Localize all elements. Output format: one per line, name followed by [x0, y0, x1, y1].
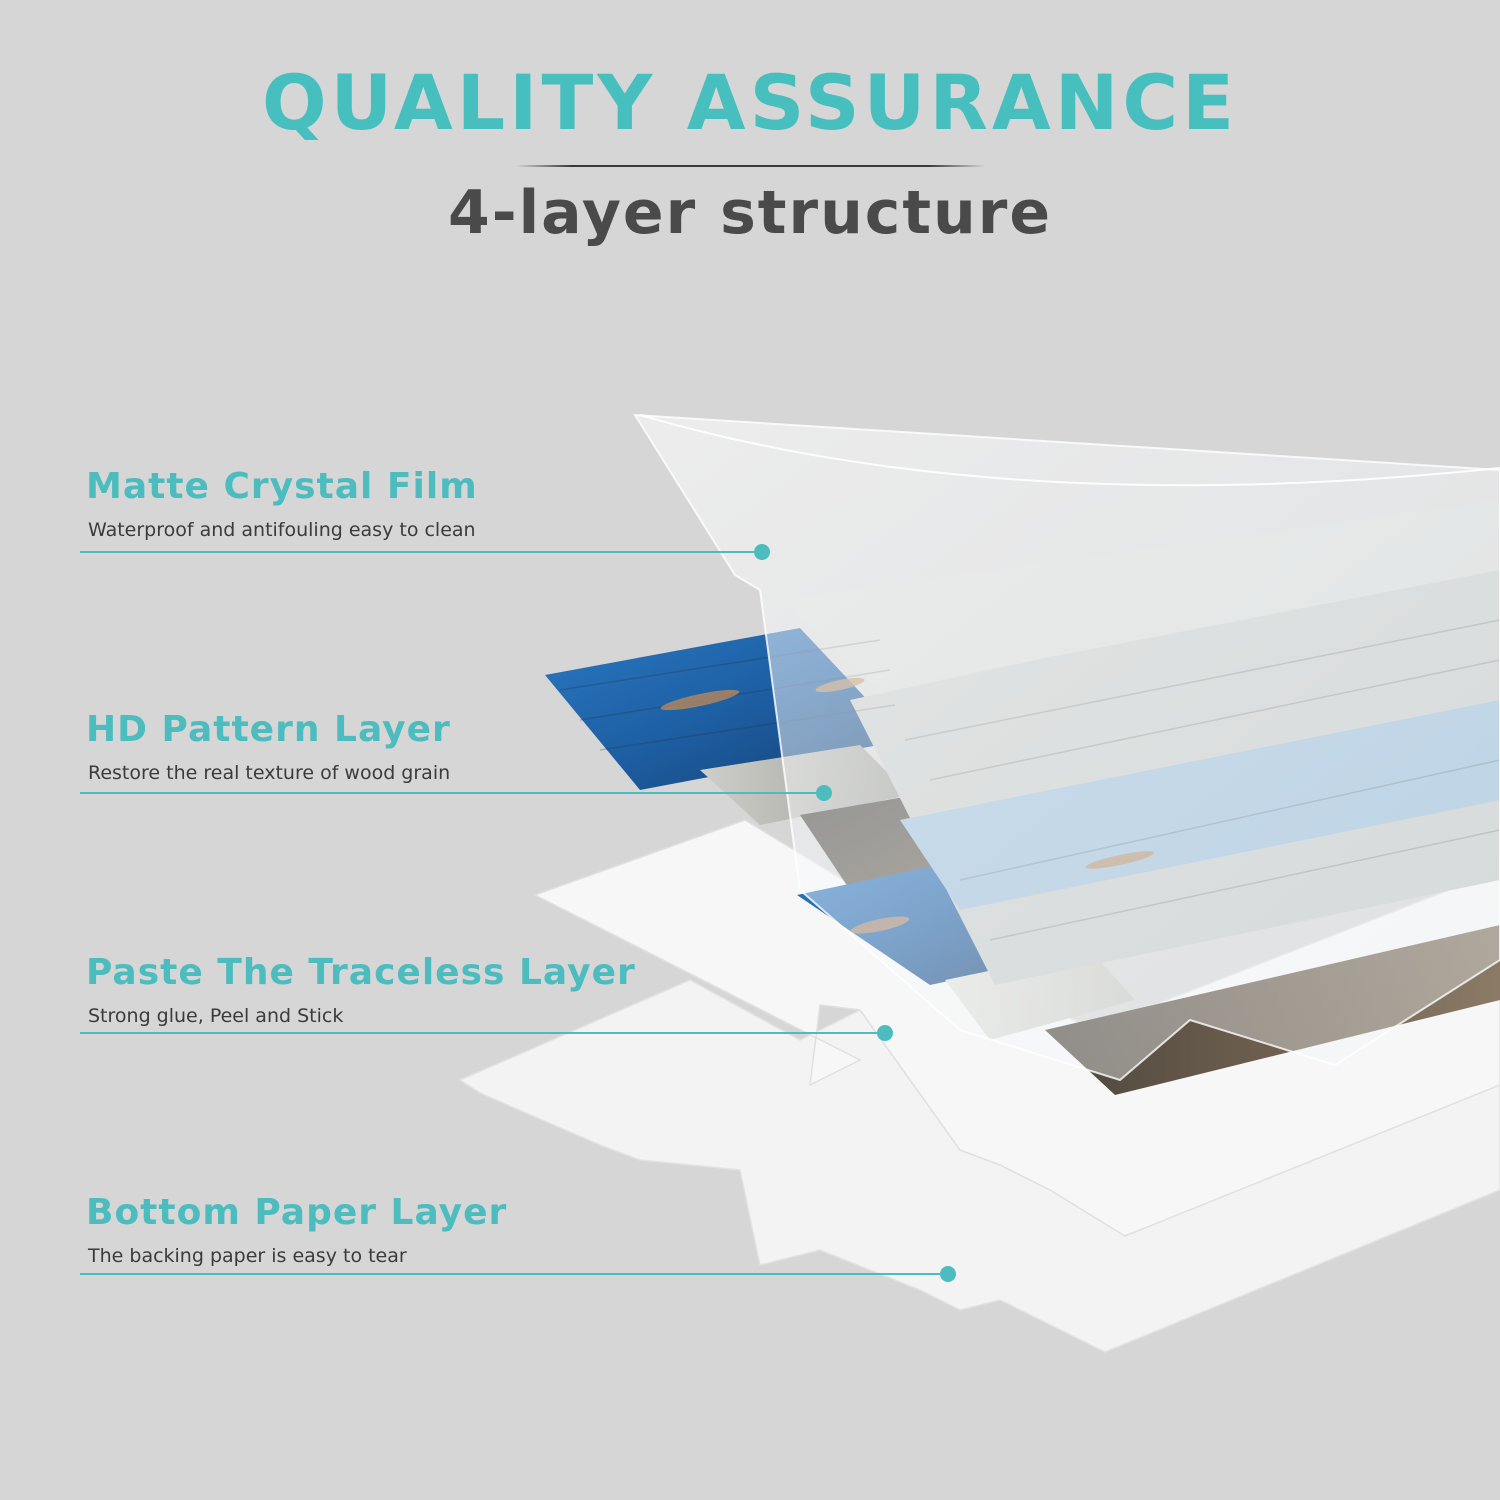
layer-description: Waterproof and antifouling easy to clean: [88, 519, 476, 541]
layer-description: Restore the real texture of wood grain: [88, 762, 451, 784]
leader-line-3: [80, 1025, 893, 1041]
film-curl-edge: [639, 414, 1500, 487]
layer-label-hd-pattern: HD Pattern Layer Restore the real textur…: [80, 709, 451, 784]
layer-label-bottom-paper: Bottom Paper Layer The backing paper is …: [80, 1192, 507, 1267]
layer-title: Paste The Traceless Layer: [86, 952, 636, 993]
title-divider: [515, 165, 985, 167]
leader-line-1: [80, 544, 770, 560]
layer-title: HD Pattern Layer: [86, 709, 451, 750]
leader-line-4: [80, 1266, 956, 1282]
layer-label-matte-film: Matte Crystal Film Waterproof and antifo…: [80, 466, 478, 541]
layer-description: The backing paper is easy to tear: [88, 1245, 407, 1267]
leader-line-2: [80, 785, 832, 801]
layer-description: Strong glue, Peel and Stick: [88, 1005, 344, 1027]
headline-title: QUALITY ASSURANCE: [261, 58, 1239, 147]
layer-title: Matte Crystal Film: [86, 466, 478, 507]
headline-subtitle: 4-layer structure: [447, 178, 1053, 248]
layer-label-traceless-paste: Paste The Traceless Layer Strong glue, P…: [80, 952, 636, 1027]
layer-title: Bottom Paper Layer: [86, 1192, 508, 1233]
matte-crystal-film: [633, 413, 1500, 1082]
